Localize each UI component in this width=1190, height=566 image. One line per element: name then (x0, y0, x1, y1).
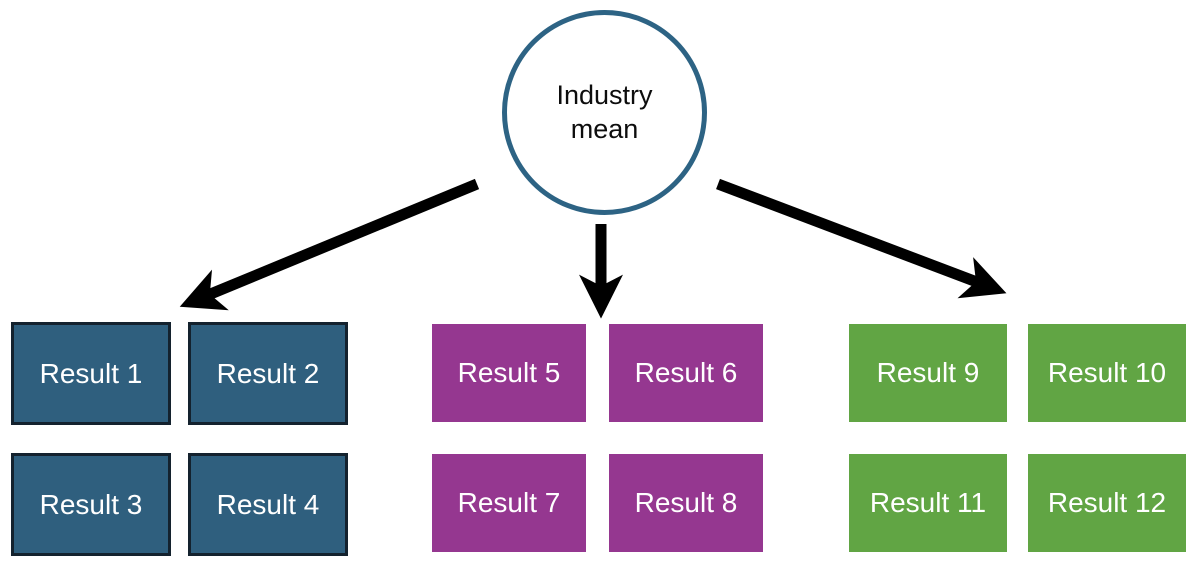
result-label-8: Result 8 (634, 487, 738, 518)
result-group-green: Result 9 Result 10 Result 11 Result 12 (849, 324, 1186, 552)
result-label-11: Result 11 (869, 487, 987, 518)
result-box-12: Result 12 (1028, 454, 1186, 552)
result-box-9: Result 9 (849, 324, 1007, 422)
result-label-3: Result 3 (39, 488, 143, 520)
result-box-7: Result 7 (432, 454, 586, 552)
result-label-1: Result 1 (39, 357, 143, 389)
result-label-2: Result 2 (216, 357, 320, 389)
result-label-6: Result 6 (634, 357, 738, 388)
result-box-1: Result 1 (11, 322, 171, 425)
result-box-6: Result 6 (609, 324, 763, 422)
result-box-10: Result 10 (1028, 324, 1186, 422)
result-label-10: Result 10 (1047, 357, 1167, 388)
result-group-blue: Result 1 Result 2 Result 3 Result 4 (11, 322, 348, 556)
industry-mean-node: Industry mean (502, 10, 707, 215)
result-label-4: Result 4 (216, 488, 320, 520)
result-box-2: Result 2 (188, 322, 348, 425)
industry-mean-label: Industry mean (556, 79, 653, 144)
result-label-9: Result 9 (876, 357, 980, 388)
arrow-to-green-group (716, 178, 1007, 299)
arrow-to-blue-group (179, 178, 480, 311)
result-box-3: Result 3 (11, 453, 171, 556)
result-label-5: Result 5 (457, 357, 561, 388)
result-label-12: Result 12 (1047, 487, 1167, 518)
result-label-7: Result 7 (457, 487, 561, 518)
result-group-purple: Result 5 Result 6 Result 7 Result 8 (432, 324, 763, 552)
result-box-8: Result 8 (609, 454, 763, 552)
result-box-4: Result 4 (188, 453, 348, 556)
result-box-11: Result 11 (849, 454, 1007, 552)
result-box-5: Result 5 (432, 324, 586, 422)
